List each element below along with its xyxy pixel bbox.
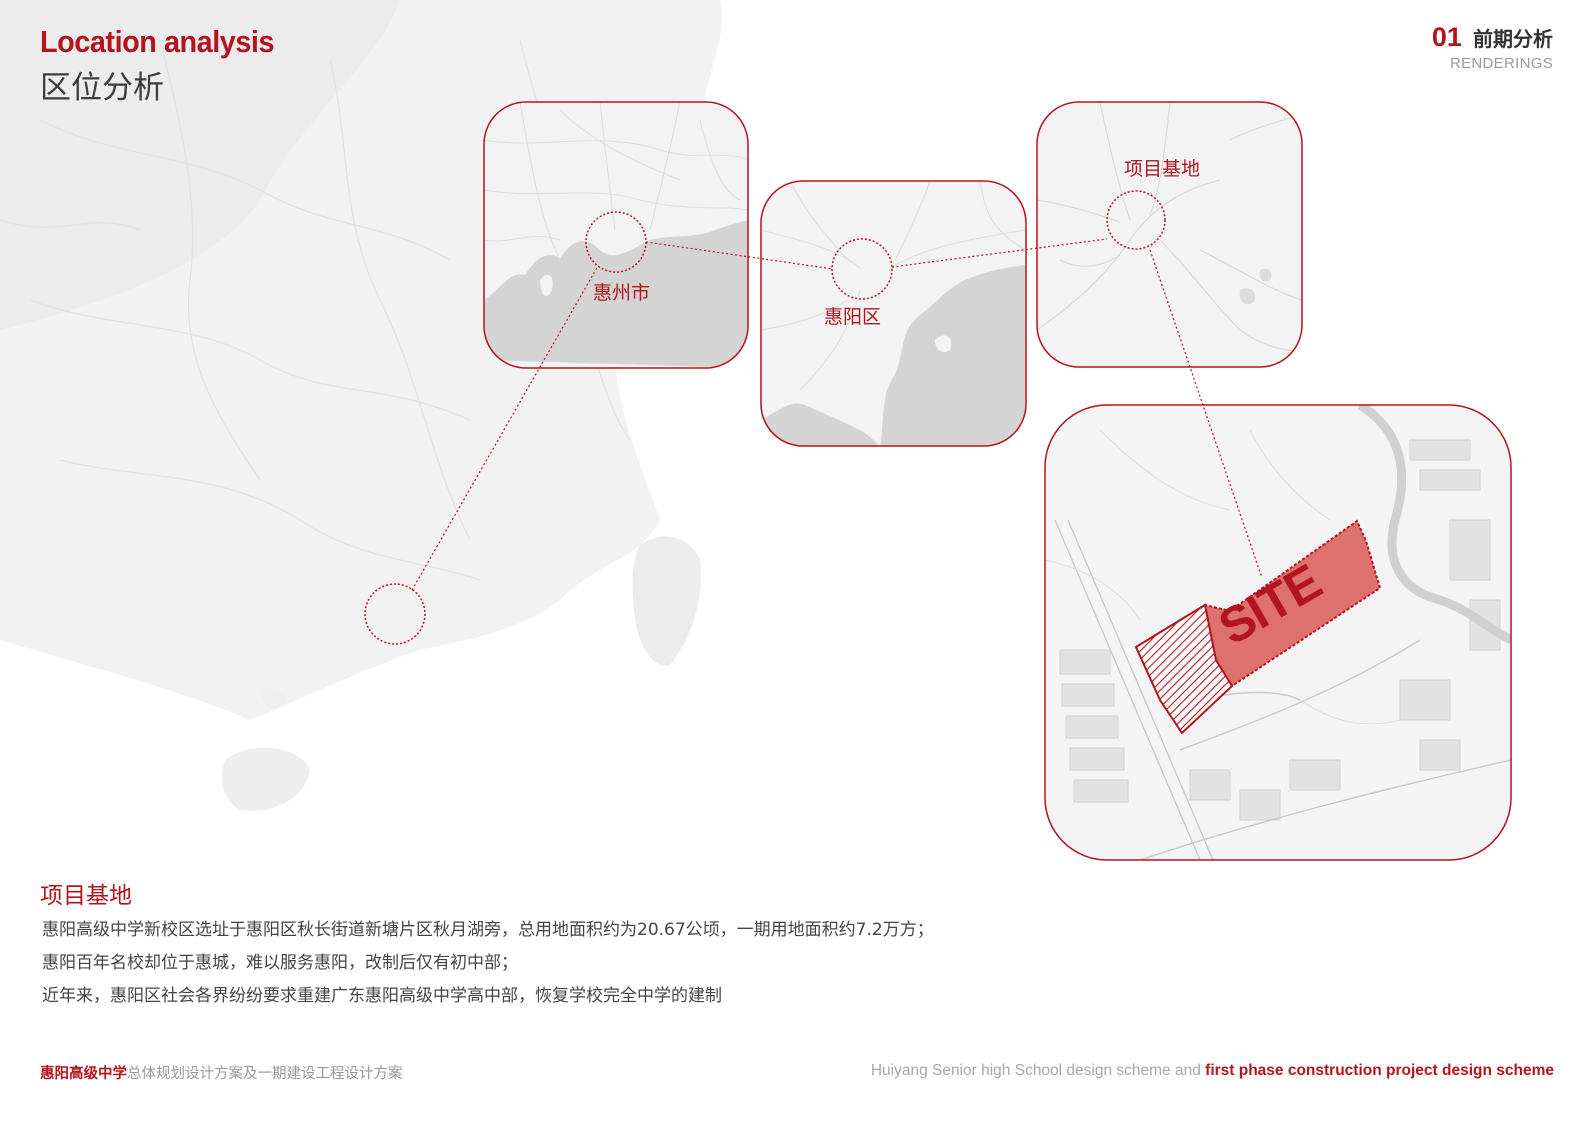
map-panel-project-base: 项目基地 [1036, 101, 1303, 368]
page-title-english: Location analysis [40, 24, 275, 59]
footer-english-bold: first phase construction project design … [1205, 1062, 1554, 1079]
description-line: 惠阳高级中学新校区选址于惠阳区秋长街道新塘片区秋月湖旁，总用地面积约为20.67… [42, 920, 934, 940]
section-header: 01 前期分析 RENDERINGS [1432, 22, 1553, 72]
region-marker-circle [364, 583, 426, 645]
footer-scheme-title: 总体规划设计方案及一期建设工程设计方案 [127, 1066, 403, 1082]
footer-english-title: Huiyang Senior high School design scheme… [870, 1062, 1206, 1079]
label-project-base: 项目基地 [1124, 158, 1200, 180]
site-boundary-phase-one [1134, 603, 1234, 735]
description-line: 惠阳百年名校却位于惠城，难以服务惠阳，改制后仅有初中部； [42, 953, 518, 973]
map-panel-huizhou-city: 惠州市 [483, 101, 749, 369]
footer-right: Huiyang Senior high School design scheme… [871, 1062, 1554, 1080]
connector-lines [411, 238, 1263, 591]
section-number: 01 [1431, 22, 1462, 52]
section-title: 前期分析 [1473, 27, 1553, 51]
site-section-heading: 项目基地 [40, 883, 132, 909]
label-huizhou-city: 惠州市 [593, 282, 650, 304]
footer-left: 惠阳高级中学总体规划设计方案及一期建设工程设计方案 [40, 1062, 403, 1083]
section-subtitle: RENDERINGS [1449, 55, 1553, 72]
page-title-chinese: 区位分析 [40, 70, 164, 106]
description-line: 近年来，惠阳区社会各界纷纷要求重建广东惠阳高级中学高中部，恢复学校完全中学的建制 [42, 986, 722, 1006]
label-huiyang-district: 惠阳区 [824, 306, 881, 328]
map-panel-site-detail: SITE [1044, 404, 1512, 861]
footer-school-name: 惠阳高级中学 [40, 1066, 127, 1082]
map-panel-huiyang-district: 惠阳区 [760, 180, 1027, 447]
site-description: 惠阳高级中学新校区选址于惠阳区秋长街道新塘片区秋月湖旁，总用地面积约为20.67… [42, 914, 934, 1013]
